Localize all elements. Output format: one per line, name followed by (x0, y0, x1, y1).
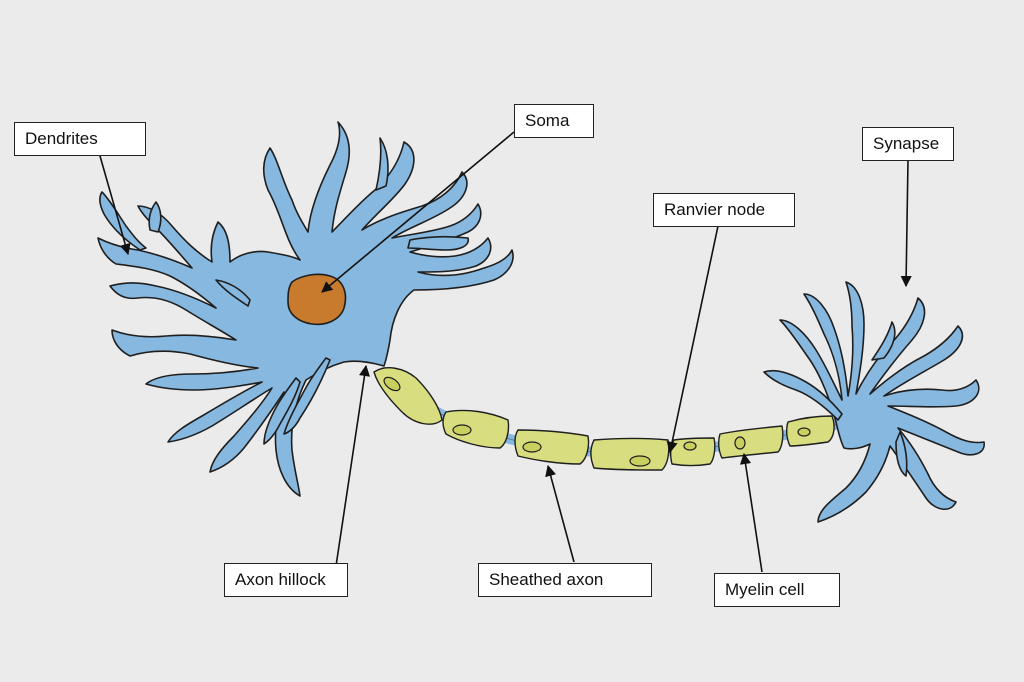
myelin-nuclei (383, 376, 811, 467)
synapse-pointer (900, 159, 912, 288)
dendrites-pointer (99, 155, 131, 256)
pointer-lines (99, 131, 912, 573)
nucleus (287, 273, 347, 326)
synapse-terminal (763, 281, 985, 523)
ranvier-node-pointer (666, 225, 719, 454)
label-myelin-cell: Myelin cell (714, 573, 840, 607)
myelin-cell-pointer (739, 452, 763, 573)
soma-pointer (321, 131, 515, 293)
axon-hillock-pointer (335, 364, 371, 567)
label-synapse: Synapse (862, 127, 954, 161)
label-dendrites: Dendrites (14, 122, 146, 156)
myelin-sheaths (373, 367, 835, 471)
label-ranvier-node: Ranvier node (653, 193, 795, 227)
label-axon-hillock: Axon hillock (224, 563, 348, 597)
label-sheathed-axon: Sheathed axon (478, 563, 652, 597)
sheathed-axon-pointer (545, 464, 575, 563)
label-soma: Soma (514, 104, 594, 138)
